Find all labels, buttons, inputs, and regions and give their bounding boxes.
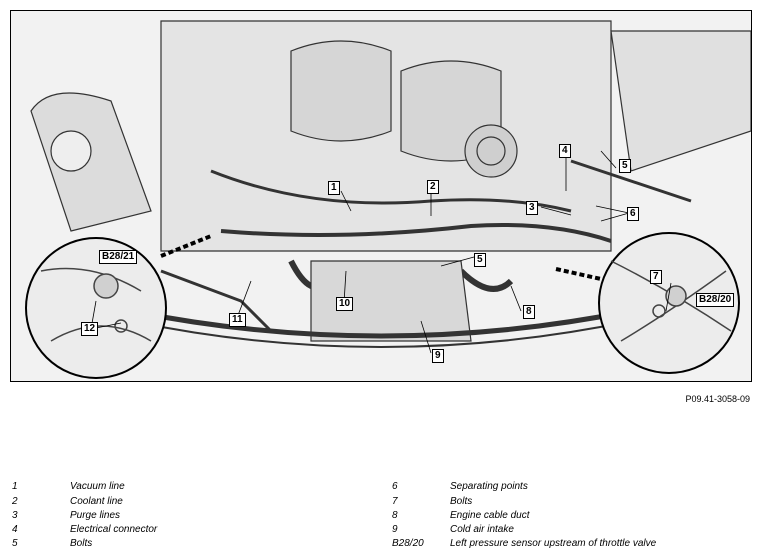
legend-row: 3 Purge lines [12, 509, 372, 523]
legend-key: 2 [12, 496, 18, 507]
legend-row: 6 Separating points [392, 480, 752, 494]
legend-row: B28/20 Left pressure sensor upstream of … [392, 537, 752, 551]
callout-12: 12 [81, 322, 99, 336]
legend-row: 8 Engine cable duct [392, 509, 752, 523]
figure-reference-number: P09.41-3058-09 [685, 394, 750, 404]
callout-10: 10 [336, 297, 354, 311]
legend-row: 9 Cold air intake [392, 523, 752, 537]
callout-2: 2 [427, 180, 439, 194]
callout-11: 11 [229, 313, 246, 327]
legend-key: B28/20 [392, 538, 424, 549]
legend-key: 1 [12, 481, 18, 492]
engine-line-drawing [25, 20, 751, 379]
legend-key: 6 [392, 481, 398, 492]
callout-b28-20: B28/20 [696, 293, 735, 307]
callout-9: 9 [432, 349, 444, 363]
legend-key: 8 [392, 510, 398, 521]
legend-row: 7 Bolts [392, 495, 752, 509]
legend-row: 4 Electrical connector [12, 523, 372, 537]
legend: 1 Vacuum line 2 Coolant line 3 Purge lin… [12, 480, 752, 554]
legend-value: Left pressure sensor upstream of throttl… [450, 538, 657, 549]
engine-compartment-illustration: 1 2 3 4 5 5 6 7 8 9 10 11 12 B28/21 B28/… [10, 10, 752, 382]
legend-row: 1 Vacuum line [12, 480, 372, 494]
callout-4: 4 [559, 144, 571, 158]
legend-row: 2 Coolant line [12, 495, 372, 509]
callout-7: 7 [650, 270, 662, 284]
legend-key: 9 [392, 524, 398, 535]
callout-b28-21: B28/21 [99, 250, 138, 264]
callout-5-mid: 5 [474, 253, 486, 267]
callout-6: 6 [627, 207, 639, 221]
callout-3: 3 [526, 201, 538, 215]
callout-5-top: 5 [619, 159, 631, 173]
legend-value: Bolts [450, 496, 473, 507]
legend-value: Bolts [70, 538, 93, 549]
legend-value: Vacuum line [70, 481, 125, 492]
legend-value: Purge lines [70, 510, 121, 521]
callout-1: 1 [328, 181, 340, 195]
legend-key: 3 [12, 510, 18, 521]
legend-value: Engine cable duct [450, 510, 530, 521]
legend-value: Cold air intake [450, 524, 514, 535]
callout-8: 8 [523, 305, 535, 319]
legend-key: 4 [12, 524, 18, 535]
legend-value: Coolant line [70, 496, 123, 507]
legend-key: 7 [392, 496, 398, 507]
legend-row: 5 Bolts [12, 537, 372, 551]
legend-value: Electrical connector [70, 524, 158, 535]
legend-key: 5 [12, 538, 18, 549]
legend-value: Separating points [450, 481, 528, 492]
